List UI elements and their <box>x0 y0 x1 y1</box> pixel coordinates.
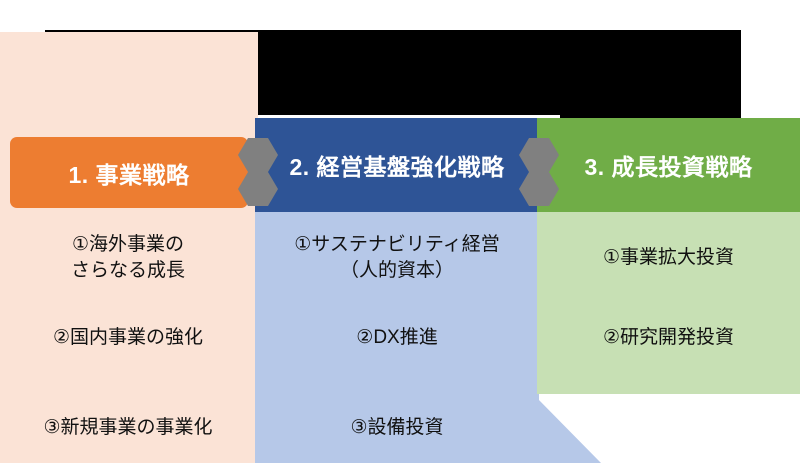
list-item-line1: ②研究開発投資 <box>602 327 735 349</box>
list-item-line2: さらなる成長 <box>70 260 185 281</box>
list-item[interactable]: ①事業拡大投資 <box>537 220 800 296</box>
list-item[interactable]: ③設備投資 <box>255 405 539 451</box>
list-item-line1: ①海外事業の <box>71 234 185 256</box>
column-header-business-strategy[interactable]: 1. 事業戦略 <box>10 137 248 208</box>
list-item[interactable]: ②研究開発投資 <box>537 315 800 361</box>
redacted-band-lower-right <box>560 112 741 120</box>
double-hexagon-connector-icon <box>237 137 279 207</box>
list-item-line1: ③設備投資 <box>350 417 444 439</box>
list-item[interactable]: ①サステナビリティ経営 （人的資本） <box>255 220 539 296</box>
panel-3-bottom-right-cut <box>740 394 805 463</box>
column-header-growth-investment-strategy[interactable]: 3. 成長投資戦略 <box>537 118 800 212</box>
list-item-line1: ②国内事業の強化 <box>52 327 204 349</box>
list-item[interactable]: ②国内事業の強化 <box>0 315 256 361</box>
list-item-line1: ②DX推進 <box>356 327 438 349</box>
list-item[interactable]: ③新規事業の事業化 <box>0 405 256 451</box>
column-header-label: 1. 事業戦略 <box>68 161 190 188</box>
list-item-line2: （人的資本） <box>339 260 454 281</box>
column-header-label: 2. 経営基盤強化戦略 <box>289 154 505 180</box>
list-item-line1: ①サステナビリティ経営 <box>294 234 500 256</box>
list-item[interactable]: ②DX推進 <box>255 315 539 361</box>
column-header-label: 3. 成長投資戦略 <box>584 154 753 180</box>
column-header-management-base-strategy[interactable]: 2. 経営基盤強化戦略 <box>255 118 539 212</box>
double-hexagon-connector-icon <box>518 137 560 207</box>
list-item-line1: ③新規事業の事業化 <box>43 417 213 439</box>
list-item-line1: ①事業拡大投資 <box>602 247 735 269</box>
list-item[interactable]: ①海外事業の さらなる成長 <box>0 220 256 296</box>
panel-1-body-background <box>0 32 258 463</box>
